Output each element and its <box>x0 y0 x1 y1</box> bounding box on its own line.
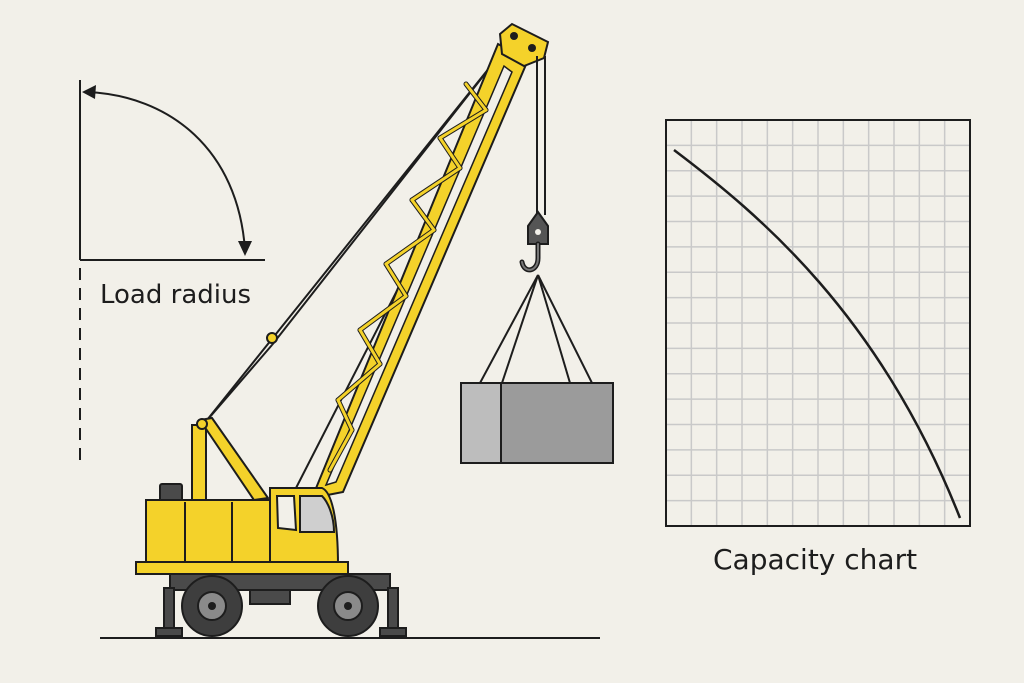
suspended-load <box>460 382 614 464</box>
boom-head-pulley <box>510 32 518 40</box>
chart-grid <box>666 120 970 526</box>
lattice-boom <box>310 22 550 500</box>
cab-side-window-icon <box>275 495 298 532</box>
hoist-assembly <box>519 56 549 273</box>
capacity-chart <box>665 119 971 527</box>
rigging-slings <box>479 274 593 384</box>
load-radius-indicator <box>79 80 265 465</box>
load-radius-label: Load radius <box>100 280 252 310</box>
carrier-chassis <box>155 573 407 637</box>
hook-block <box>527 210 549 245</box>
outrigger-left <box>163 587 175 631</box>
cab-window-icon <box>299 495 336 533</box>
crane-body <box>135 483 349 575</box>
arc-arrowhead-down-icon <box>238 241 252 256</box>
radius-arc <box>85 91 246 251</box>
a-frame-mast <box>191 416 270 503</box>
outrigger-right <box>387 587 399 631</box>
capacity-chart-label: Capacity chart <box>713 543 918 576</box>
boom-head-pulley-2 <box>528 44 536 52</box>
cable-sheave <box>266 332 278 344</box>
arc-arrowhead-left-icon <box>82 85 96 99</box>
capacity-curve <box>673 149 962 519</box>
